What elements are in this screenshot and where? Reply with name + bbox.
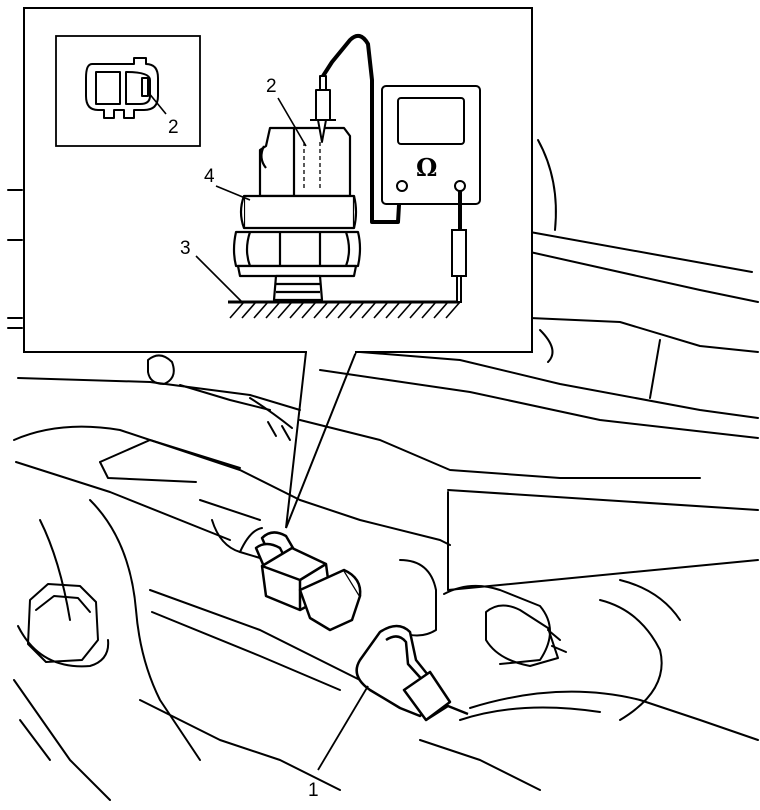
callout-4-leader	[215, 185, 251, 201]
callout-label-2-connector: 2	[168, 117, 179, 138]
detail-inset: 2	[23, 7, 533, 354]
meter-lead-positive	[321, 33, 402, 224]
ohmmeter	[381, 85, 481, 205]
removed-pressure-sensor	[254, 531, 362, 632]
meter-probe-positive	[310, 75, 336, 143]
callout-2-sensor-leader	[277, 97, 307, 147]
sensor-internal-terminal	[303, 142, 321, 190]
meter-probe-negative	[451, 229, 467, 303]
ohm-symbol: Ω	[416, 153, 437, 182]
sensor-detail	[232, 126, 362, 302]
callout-pointer	[285, 351, 357, 529]
callout-1-leader	[317, 685, 369, 771]
terminal-2-pin	[141, 77, 149, 97]
callout-label-4: 4	[204, 166, 215, 187]
callout-label-1: 1	[308, 780, 319, 801]
engine-background-art	[7, 139, 759, 801]
callout-3-leader	[195, 255, 243, 303]
callout-label-3: 3	[180, 238, 191, 259]
callout-label-2-sensor: 2	[266, 76, 277, 97]
connector-face-inset: 2	[55, 35, 201, 147]
ground-symbol	[228, 300, 461, 319]
engine-pressure-sensor-1	[355, 624, 469, 722]
